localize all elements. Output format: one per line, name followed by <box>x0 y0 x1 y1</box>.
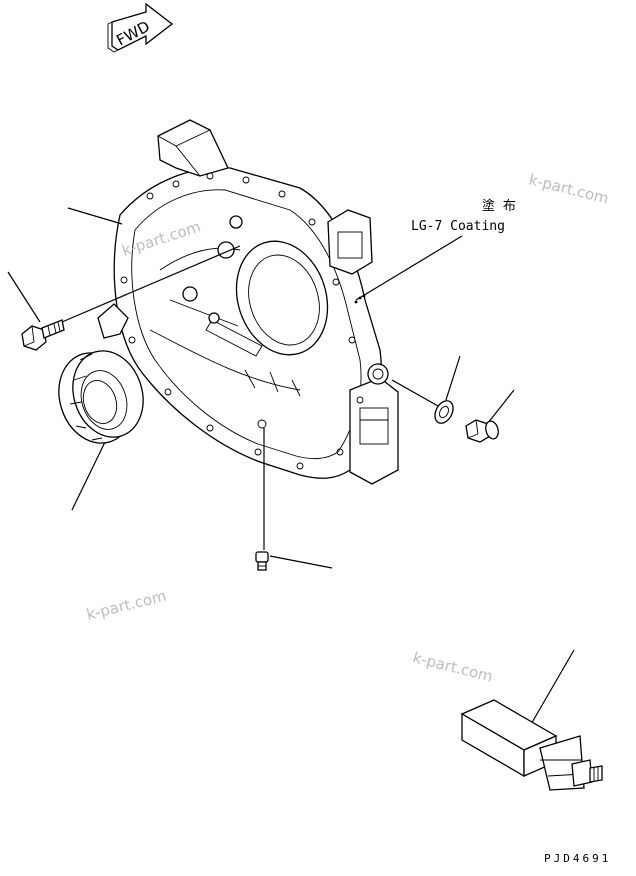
plug-icon <box>465 419 499 443</box>
watermark: k-part.com <box>411 648 495 685</box>
coating-english-label: LG-7 Coating <box>411 219 505 234</box>
oil-seal-icon <box>58 350 144 444</box>
watermark: k-part.com <box>527 170 611 207</box>
leader-lines <box>7 207 575 727</box>
housing-icon <box>97 119 399 485</box>
drawing-code: PJD4691 <box>544 852 611 865</box>
tool-icon <box>460 699 603 791</box>
gasket-icon <box>434 400 454 424</box>
bolt-icon <box>21 319 65 351</box>
coating-japanese-label: 塗 布 <box>482 198 516 214</box>
forward-arrow-icon: FWD <box>107 2 174 53</box>
grease-nipple-icon <box>255 551 269 571</box>
coating-annotation: 塗 布 LG-7 Coating <box>411 198 516 234</box>
watermark: k-part.com <box>85 587 169 624</box>
